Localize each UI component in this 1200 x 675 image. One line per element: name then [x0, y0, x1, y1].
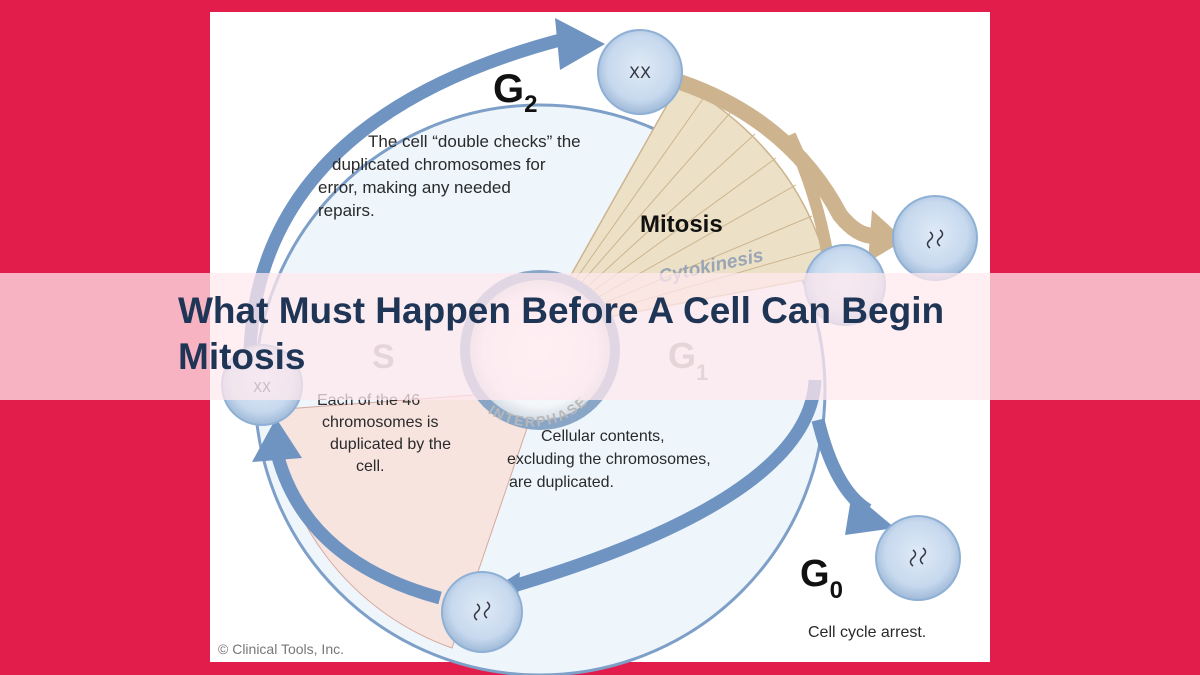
cell-g0 [875, 515, 961, 601]
g1-description: Cellular contents, excluding the chromos… [507, 428, 715, 491]
credit-text: © Clinical Tools, Inc. [218, 641, 344, 657]
g0-label: G0 [800, 553, 843, 604]
title-banner [0, 273, 1200, 400]
g0-description: Cell cycle arrest. [808, 624, 926, 641]
svg-text:XX: XX [629, 63, 651, 82]
cell-g2-top: XX [597, 29, 683, 115]
mitosis-label: Mitosis [640, 211, 723, 238]
g2-description: The cell “double checks” the duplicated … [318, 132, 585, 220]
page-title: What Must Happen Before A Cell Can Begin… [178, 290, 945, 377]
g2-label: G2 [493, 67, 537, 118]
cell-bottom [441, 571, 523, 653]
cell-after-mitosis-1 [892, 195, 978, 281]
